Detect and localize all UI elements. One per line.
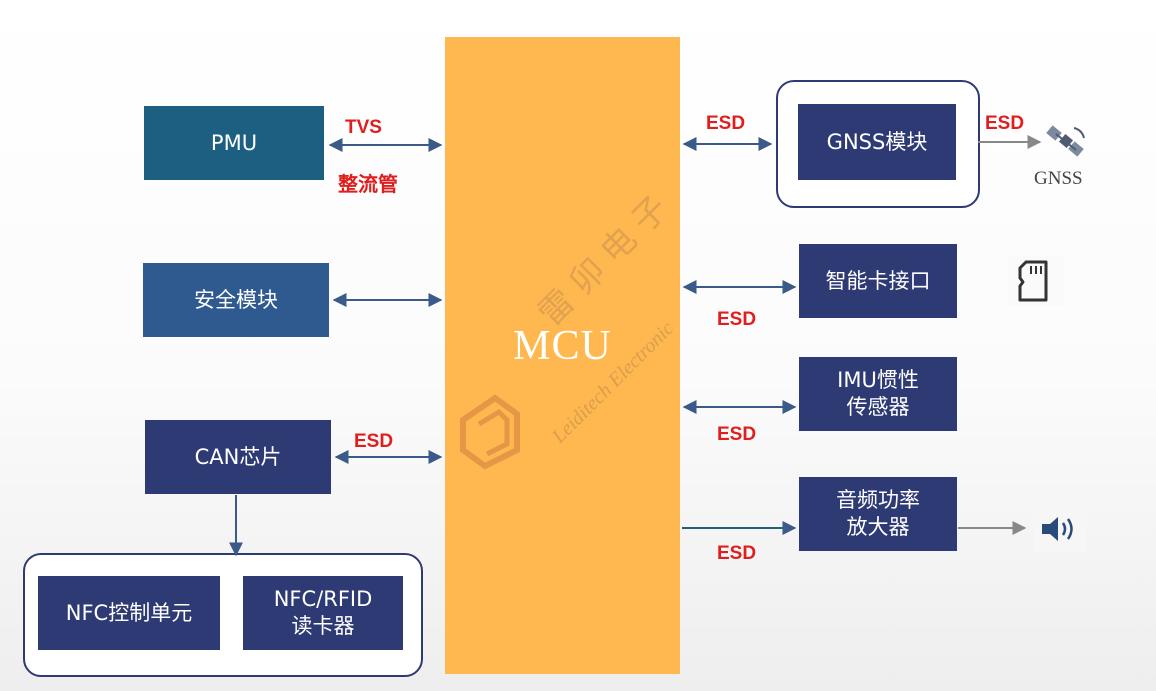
nfc-reader-block: NFC/RFID 读卡器	[243, 576, 403, 650]
imu-sensor-label: IMU惯性 传感器	[837, 368, 919, 419]
can-chip-label: CAN芯片	[194, 444, 282, 469]
audio-amp-label: 音频功率 放大器	[836, 488, 920, 539]
leiditech-logo-icon	[460, 394, 520, 470]
pmu-label: PMU	[210, 130, 258, 155]
smartcard-esd-label: ESD	[717, 309, 757, 330]
security-module-block: 安全模块	[143, 263, 329, 337]
can-esd-label: ESD	[354, 431, 394, 452]
mcu-block	[445, 37, 680, 674]
gnss-antenna-esd-label: ESD	[985, 113, 1025, 134]
sd-card-icon	[1018, 260, 1048, 302]
pmu-block: PMU	[144, 106, 324, 180]
nfc-control-label: NFC控制单元	[65, 600, 193, 625]
gnss-module-label: GNSS模块	[826, 129, 928, 154]
imu-sensor-block: IMU惯性 传感器	[799, 357, 957, 431]
gnss-esd-label: ESD	[706, 113, 746, 134]
nfc-control-block: NFC控制单元	[38, 576, 220, 650]
gnss-antenna-label: GNSS	[1034, 168, 1083, 189]
smartcard-interface-label: 智能卡接口	[825, 268, 931, 293]
audio-esd-label: ESD	[717, 543, 757, 564]
nfc-reader-label: NFC/RFID 读卡器	[273, 587, 373, 638]
security-module-label: 安全模块	[194, 287, 278, 312]
gnss-module-block: GNSS模块	[798, 104, 956, 180]
tvs-label: TVS	[345, 117, 382, 138]
audio-amp-block: 音频功率 放大器	[799, 477, 957, 551]
can-chip-block: CAN芯片	[145, 420, 331, 494]
rectifier-label: 整流管	[338, 172, 398, 196]
mcu-label: MCU	[513, 323, 612, 369]
smartcard-interface-block: 智能卡接口	[799, 244, 957, 318]
satellite-icon	[1046, 125, 1085, 157]
sd-card-tile	[1008, 256, 1064, 306]
speaker-icon	[1042, 517, 1073, 541]
imu-esd-label: ESD	[717, 424, 757, 445]
